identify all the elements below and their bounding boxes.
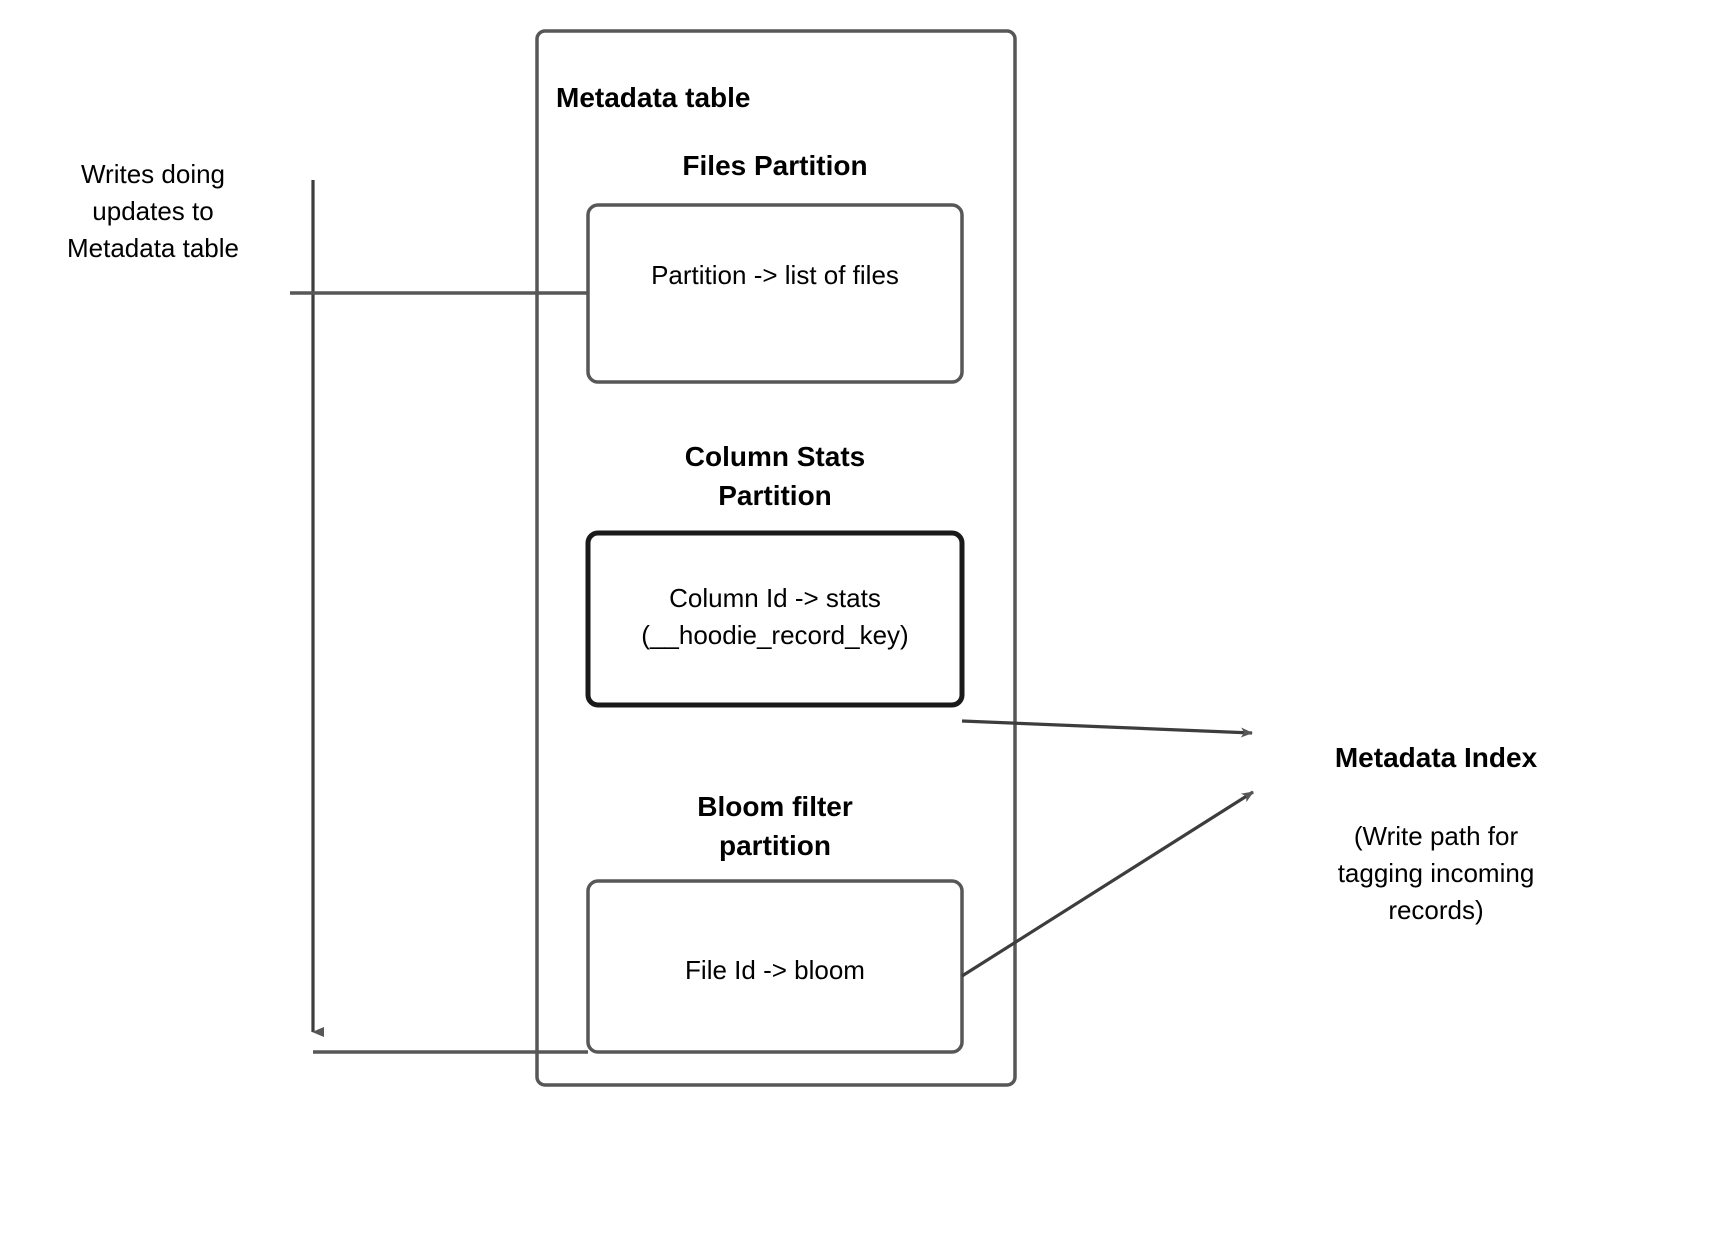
column-stats-partition-heading: Column Stats Partition: [684, 441, 866, 512]
bloom-filter-to-index-arrow: [961, 790, 1254, 978]
metadata-table-title: Metadata table: [556, 82, 751, 113]
files-partition-heading: Files Partition: [682, 150, 868, 181]
column-stats-to-index-arrow: [961, 719, 1253, 738]
metadata-index-title: Metadata Index: [1334, 742, 1538, 773]
writes-updates-label: Writes doing updates to Metadata table: [66, 159, 239, 263]
bloom-filter-partition-box: [586, 879, 964, 1054]
column-stats-partition-box-text: Column Id -> stats (__hoodie_record_key): [641, 583, 909, 650]
metadata-index-note: (Write path for tagging incoming records…: [1337, 821, 1535, 925]
bloom-filter-partition-heading: Bloom filter partition: [697, 791, 853, 862]
column-stats-partition-box: [585, 530, 965, 708]
files-partition-box-text: Partition -> list of files: [651, 260, 899, 290]
metadata-table-container: [535, 29, 1017, 1087]
bloom-filter-partition-box-text: File Id -> bloom: [685, 955, 865, 985]
